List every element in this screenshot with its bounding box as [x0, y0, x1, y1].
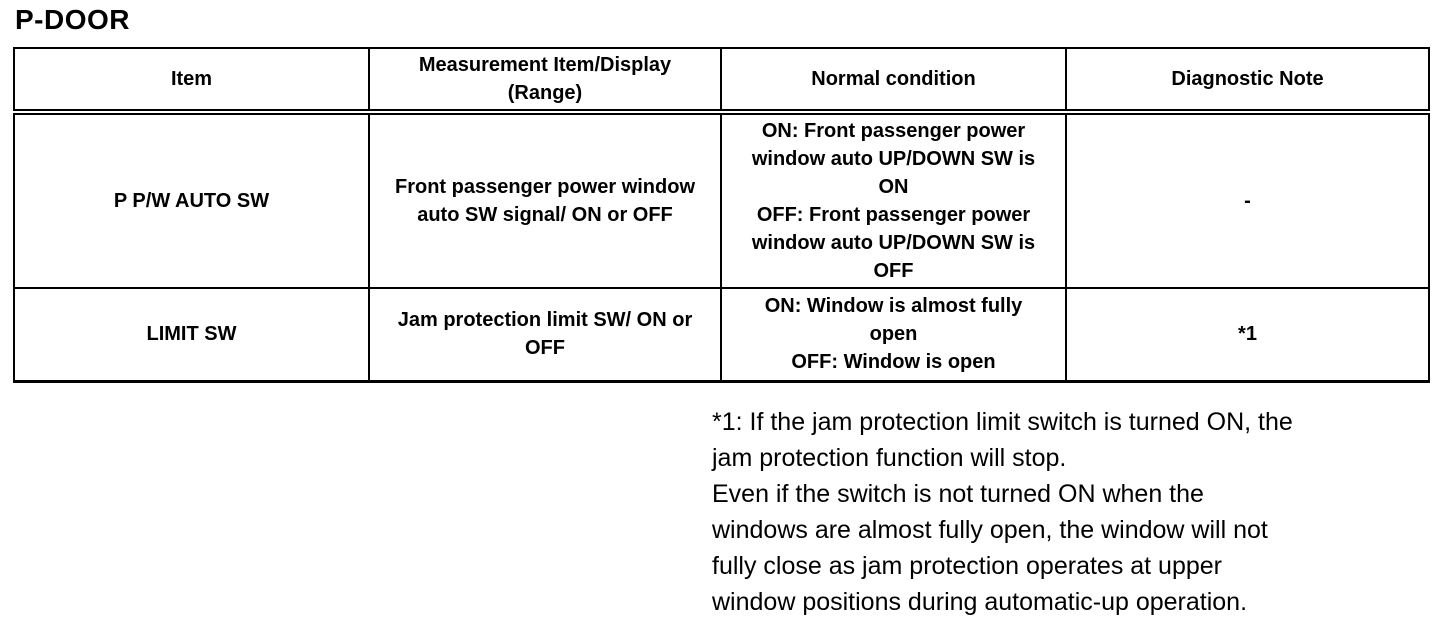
footnote-line: window positions during automatic-up ope… [712, 588, 1248, 616]
footnote-line: windows are almost fully open, the windo… [712, 516, 1268, 544]
cell-diagnostic-note: - [1065, 111, 1430, 289]
cell-diagnostic-note: *1 [1065, 287, 1430, 382]
table-header-row: Item Measurement Item/Display (Range) No… [13, 47, 1430, 115]
cell-measurement: Jam protection limit SW/ ON or OFF [368, 287, 722, 382]
cell-item: LIMIT SW [13, 287, 370, 382]
column-header-item: Item [13, 47, 370, 115]
cell-item: P P/W AUTO SW [13, 111, 370, 289]
table-row: LIMIT SW Jam protection limit SW/ ON or … [13, 287, 1430, 382]
table-row: P P/W AUTO SW Front passenger power wind… [13, 111, 1430, 289]
footnote-line: Even if the switch is not turned ON when… [712, 480, 1204, 508]
cell-normal-condition: ON: Window is almost fully open OFF: Win… [720, 287, 1067, 382]
footnote-line: fully close as jam protection operates a… [712, 552, 1222, 580]
footnote-line: *1: If the jam protection limit switch i… [712, 408, 1293, 436]
cell-normal-condition: ON: Front passenger power window auto UP… [720, 111, 1067, 289]
diagnostic-data-table: Item Measurement Item/Display (Range) No… [13, 47, 1430, 383]
column-header-normal-condition: Normal condition [720, 47, 1067, 115]
column-header-diagnostic-note: Diagnostic Note [1065, 47, 1430, 115]
footnote-block: *1: If the jam protection limit switch i… [712, 404, 1456, 620]
page-title: P-DOOR [15, 4, 130, 35]
cell-measurement: Front passenger power window auto SW sig… [368, 111, 722, 289]
column-header-measurement: Measurement Item/Display (Range) [368, 47, 722, 115]
footnote-line: jam protection function will stop. [712, 444, 1067, 472]
